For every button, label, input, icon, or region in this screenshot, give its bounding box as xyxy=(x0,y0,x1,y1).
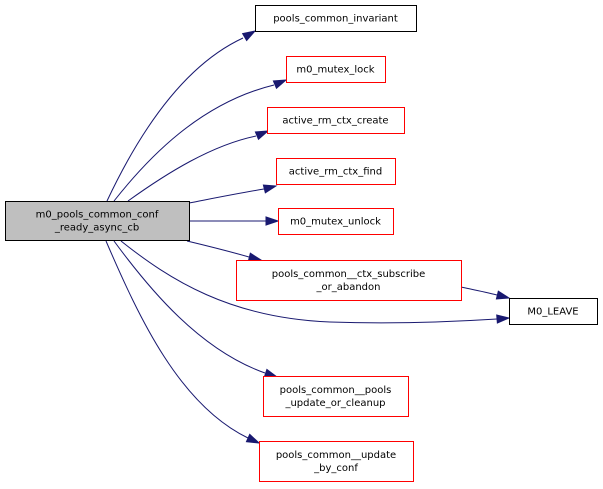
node-box xyxy=(286,56,386,83)
node-box xyxy=(278,208,394,235)
node-m0-leave[interactable]: M0_LEAVE xyxy=(509,298,598,325)
arrowhead-icon xyxy=(245,433,261,444)
edge-line xyxy=(106,37,244,202)
node-m0-mutex-lock[interactable]: m0_mutex_lock xyxy=(286,56,386,83)
node-box xyxy=(267,107,405,134)
edge-line xyxy=(188,188,265,204)
edge-line xyxy=(105,240,249,439)
node-box xyxy=(263,376,409,417)
edge-root-to-m0_mutex_unlock xyxy=(189,216,280,226)
node-label: pools_common_invariant xyxy=(273,14,398,25)
node-m0-mutex-unlock[interactable]: m0_mutex_unlock xyxy=(278,208,394,235)
node-box xyxy=(276,158,396,185)
edge-line xyxy=(460,286,498,296)
node-label: _update_or_cleanup xyxy=(284,398,385,409)
node-label: _by_conf xyxy=(313,463,358,474)
node-label: pools_common__ctx_subscribe xyxy=(272,269,425,280)
edge-root-to-pools_common_invariant xyxy=(106,30,257,202)
node-box xyxy=(509,298,598,325)
node-label: _ready_async_cb xyxy=(54,223,139,234)
node-label: pools_common__update xyxy=(276,450,396,461)
edge-line xyxy=(127,135,257,202)
node-label: M0_LEAVE xyxy=(527,307,578,318)
edge-line xyxy=(186,240,250,258)
node-ctx-subscribe[interactable]: pools_common__ctx_subscribe _or_abandon xyxy=(236,260,462,301)
edge-root-to-M0_LEAVE xyxy=(120,240,511,324)
node-root[interactable]: m0_pools_common_conf _ready_async_cb xyxy=(5,201,190,241)
arrowhead-icon xyxy=(496,314,511,324)
node-label: m0_pools_common_conf xyxy=(36,210,159,221)
edge-root-to-active_rm_ctx_find xyxy=(188,184,278,204)
node-box xyxy=(255,5,417,32)
node-box xyxy=(259,441,414,482)
edge-root-to-m0_mutex_lock xyxy=(113,79,288,202)
arrowhead-icon xyxy=(263,368,279,378)
edge-line xyxy=(113,240,266,374)
arrowhead-icon xyxy=(247,252,263,262)
arrowhead-icon xyxy=(265,216,280,226)
node-label: active_rm_ctx_find xyxy=(289,167,382,178)
arrowhead-icon xyxy=(241,30,257,42)
arrowhead-icon xyxy=(495,290,511,300)
node-label: pools_common__pools xyxy=(280,385,392,396)
node-pools-common-invariant[interactable]: pools_common_invariant xyxy=(255,5,417,32)
arrowhead-icon xyxy=(262,184,278,194)
nodes-layer: m0_pools_common_conf_ready_async_cbpools… xyxy=(5,5,598,482)
edge-line xyxy=(113,84,275,202)
node-label: m0_mutex_lock xyxy=(296,65,374,76)
node-box xyxy=(236,260,462,301)
edge-root-to-ctx_subscribe xyxy=(186,240,263,262)
edge-line xyxy=(120,240,498,324)
node-active-rm-ctx-find[interactable]: active_rm_ctx_find xyxy=(276,158,396,185)
node-active-rm-ctx-create[interactable]: active_rm_ctx_create xyxy=(267,107,405,134)
edge-root-to-update_by_conf xyxy=(105,240,261,444)
edge-ctx_subscribe-to-M0_LEAVE xyxy=(460,286,511,300)
edges-layer xyxy=(105,30,511,444)
arrowhead-icon xyxy=(272,79,288,90)
node-pools-update[interactable]: pools_common__pools _update_or_cleanup xyxy=(263,376,409,417)
node-label: m0_mutex_unlock xyxy=(290,217,381,228)
node-label: _or_abandon xyxy=(316,282,381,293)
arrowhead-icon xyxy=(254,130,270,141)
node-label: active_rm_ctx_create xyxy=(282,116,388,127)
node-box xyxy=(5,201,190,241)
node-update-by-conf[interactable]: pools_common__update _by_conf xyxy=(259,441,414,482)
edge-root-to-active_rm_ctx_create xyxy=(127,130,270,202)
